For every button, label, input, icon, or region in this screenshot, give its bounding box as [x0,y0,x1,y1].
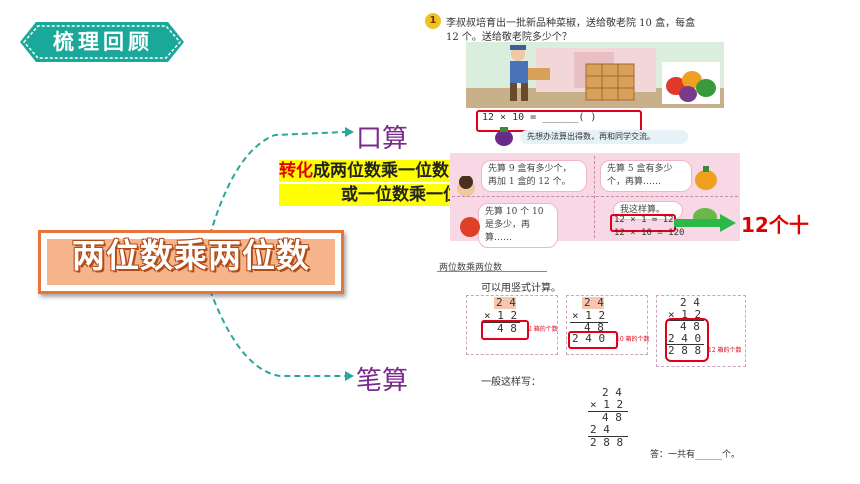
general-line-b: × 1 2 [590,398,624,411]
strategy-bubble-2: 先算 5 盒有多少个，再算…… [600,160,692,192]
vc3-result-box [665,318,709,362]
vc3-line-b: × 1 2 [668,308,702,321]
vertical-calc-card-2 [566,295,648,355]
vc3-line-e: 2 8 8 [668,344,702,357]
vc2-note: 10 箱的个数 [616,336,650,343]
vc3-rule-2 [666,344,704,345]
vc2-line-d: 2 4 0 [572,332,606,345]
vc1-note: 2 箱的个数 [528,326,558,333]
pepper-mascot-icon [695,166,717,190]
illustration-scene [466,42,724,108]
tip-bubble [520,130,688,144]
digit-highlight-1 [494,297,516,309]
root-node: 两位数乘两位数 [38,230,344,294]
section-underline [437,271,547,272]
calc-line-2: 12 × 10 = 120 [614,228,685,238]
vc2-result-box [568,331,618,349]
vc1-line-b: × 1 2 [484,309,518,322]
strategy-bubble-1: 先算 9 盒有多少个，再加 1 盒的 12 个。 [481,160,587,192]
student-face-icon [457,176,475,197]
vc1-rule [482,322,520,323]
general-label: 一般这样写： [481,377,541,388]
general-line-a: 2 4 [602,386,622,399]
problem-line-2: 12 个。送给敬老院多少个？ [446,32,572,43]
vc1-line-c: 4 8 [497,322,517,335]
equation-text: 12 × 10 = ______( ) [482,112,597,123]
vc3-line-a: 2 4 [680,296,700,309]
tomato-mascot-icon [460,217,480,237]
side-note: 12个十 [741,213,809,237]
vc3-line-d: 2 4 0 [668,332,702,345]
general-line-d: 2 4 [590,423,610,436]
strategy-bubble-3: 先算 10 个 10 是多少，再算…… [478,203,558,248]
general-line-e: 2 8 8 [590,436,624,449]
root-node-label: 两位数乘两位数 [72,236,310,275]
branch-oral-label: 口算 [356,124,409,154]
peppers-icon [666,71,716,102]
general-line-c: 4 8 [602,411,622,424]
textbook-section-name: 两位数乘两位数 [439,263,503,273]
vertical-calc-card-3 [656,295,746,367]
vc1-line-a: 2 4 [496,296,516,309]
highlight-line-1: 转化成两位数乘一位数 [279,160,477,182]
section-title: 梳理回顾 [53,30,153,54]
vc3-rule [666,320,704,321]
panel-divider-vertical [594,156,595,238]
section-banner [20,22,184,62]
vc3-line-c: 4 8 [680,320,700,333]
highlight-line-2: 或一位数乘一位数 [279,184,477,206]
farmer-figure-icon [510,45,550,101]
vc2-line-b: × 1 2 [572,309,606,322]
vc2-line-a: 2 4 [584,296,604,309]
vc1-result-box [481,320,529,340]
highlight-second-text: 或一位数乘一位数 [341,185,477,205]
calc-line-1: 12 × 1 = 12 [614,215,674,225]
general-rule-2 [588,436,628,437]
vc2-line-c: 4 8 [584,321,604,334]
root-node-fill [47,239,335,285]
green-arrow-icon [674,214,736,232]
problem-line-1: 李叔叔培育出一批新品种菜椒，送给敬老院 10 盒，每盒 [446,18,696,29]
tip-text: 先想办法算出得数，再和同学交流。 [527,132,655,141]
vc2-rule [570,322,608,323]
problem-number-badge: 1 [425,13,441,29]
highlight-keyword: 转化 [279,161,313,181]
branch-written-label: 笔算 [356,366,409,396]
vc3-note: 12 箱的个数 [708,347,742,354]
vertical-calc-card-1 [466,295,558,355]
answer-line: 答：一共有______个。 [650,450,741,460]
highlight-rest: 成两位数乘一位数 [313,161,449,181]
eggplant-mascot-icon [495,127,513,146]
panel-divider-horizontal [452,196,738,197]
general-rule-1 [588,411,628,412]
vertical-intro: 可以用竖式计算。 [481,283,561,294]
digit-highlight-2 [582,297,604,309]
crate-stack-icon [585,63,635,101]
